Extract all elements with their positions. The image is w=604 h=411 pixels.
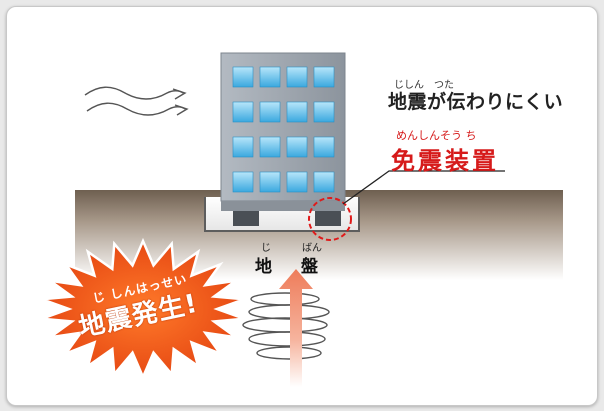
building-window <box>286 101 308 123</box>
not-transmitted-label: 地震が伝わりにくい <box>388 91 564 113</box>
building-window <box>286 66 308 88</box>
ground-ban-ruby: ばん <box>302 243 322 254</box>
building-window <box>232 101 254 123</box>
vibration-spring-icon <box>242 292 330 360</box>
isolator-label: 免震装置 <box>391 147 499 175</box>
building-window <box>313 136 335 158</box>
building-window <box>232 66 254 88</box>
not-transmitted-ruby: じしん つた <box>394 80 454 91</box>
building-window <box>286 136 308 158</box>
up-arrow-icon <box>279 269 313 387</box>
building-window <box>259 171 281 193</box>
isolator-block-right <box>315 211 341 226</box>
wind-lines-icon <box>84 86 189 116</box>
building-window <box>259 136 281 158</box>
building-window <box>232 136 254 158</box>
building-window <box>259 66 281 88</box>
ground-ji: 地 <box>255 257 272 277</box>
diagram-panel: じしん つた 地震が伝わりにくい めんしんそう ち 免震装置 じ 地 ばん 盤 … <box>6 6 598 406</box>
building-windows <box>232 66 335 193</box>
building-window <box>313 101 335 123</box>
scene-illustration <box>41 52 563 387</box>
building-window <box>286 171 308 193</box>
building-window <box>313 66 335 88</box>
burst-icon <box>41 237 245 381</box>
ground-ban: 盤 <box>301 257 318 277</box>
isolator-highlight-circle <box>308 197 352 241</box>
isolator-block-left <box>233 211 259 226</box>
building-window <box>313 171 335 193</box>
isolator-leader-line <box>342 170 505 205</box>
building-window <box>259 101 281 123</box>
building-window <box>232 171 254 193</box>
ground-ji-ruby: じ <box>261 243 271 254</box>
isolator-ruby: めんしんそう ち <box>396 129 477 142</box>
